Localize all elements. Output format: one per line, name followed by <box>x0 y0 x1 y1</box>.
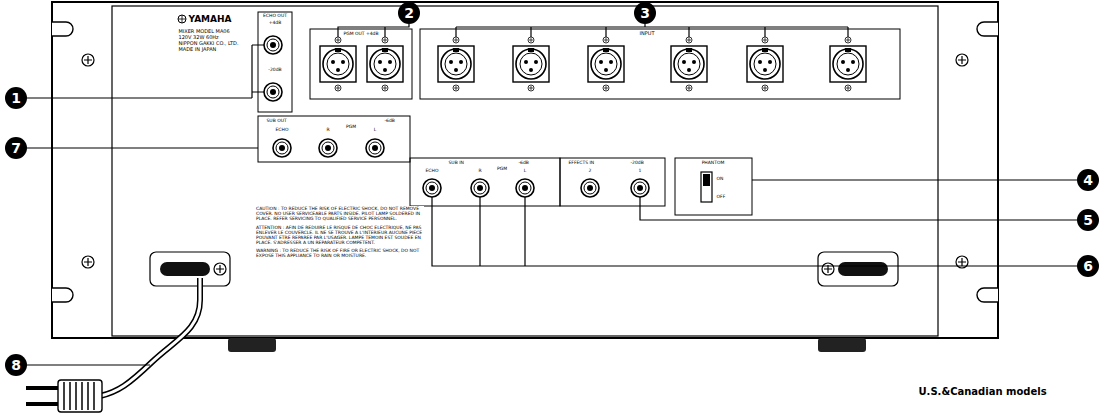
panel-label: ECHO OUT <box>263 13 288 18</box>
chassis <box>52 2 998 352</box>
panel-label: PGM OUT +4dB <box>343 31 379 36</box>
panel-label: -6dB <box>518 160 529 165</box>
jack-label: R <box>326 127 330 132</box>
panel-label: SUB IN <box>448 160 464 165</box>
callout-number: 8 <box>5 354 27 376</box>
jack-label: 2 <box>588 168 592 173</box>
callout-text: 7 <box>11 140 21 156</box>
switch-label: OFF <box>716 194 726 199</box>
jack-label: L <box>373 127 377 132</box>
callout-number: 3 <box>634 2 656 24</box>
panel-label: INPUT <box>639 31 655 37</box>
jack-label: L <box>523 168 527 173</box>
xlr-connectors <box>320 37 866 91</box>
model-plate: MIXER MODEL MA06 <box>178 29 230 35</box>
panel-label: SUB OUT <box>266 118 287 123</box>
panel-label: -6dB <box>384 118 395 123</box>
caution-block: CAUTION : TO REDUCE THE RISK OF ELECTRIC… <box>256 206 424 262</box>
jack-label: PGM <box>496 166 507 171</box>
panel-label: -20dB <box>268 67 282 72</box>
caution-text: WARNING : TO REDUCE THE RISK OF FIRE OR … <box>256 248 424 258</box>
jack-label: 1 <box>638 168 642 173</box>
callout-number: 5 <box>1077 209 1099 231</box>
panel-label: EFFECTS IN <box>568 160 595 165</box>
leader-lines <box>27 24 1077 365</box>
jack-label: R <box>478 168 482 173</box>
jack-panels <box>258 12 900 215</box>
callout-number: 6 <box>1077 255 1099 277</box>
panel-label: PHANTOM <box>701 160 725 165</box>
jack-label: PGM <box>345 124 356 129</box>
jack-label: ECHO <box>275 127 289 132</box>
callout-text: 2 <box>404 5 414 21</box>
model-note: U.S.&Canadian models <box>918 386 1047 398</box>
callout-text: 3 <box>640 5 650 21</box>
phantom-switch <box>701 172 712 202</box>
callout-number: 7 <box>5 137 27 159</box>
phone-jacks <box>273 139 649 197</box>
model-plate: NIPPON GAKKI CO., LTD. <box>178 41 239 47</box>
power-cord <box>26 278 200 412</box>
model-plate: MADE IN JAPAN <box>178 47 217 53</box>
panel-label: -20dB <box>630 160 644 165</box>
model-plate: 120V 32W 60Hz <box>178 35 219 41</box>
caution-text: CAUTION : TO REDUCE THE RISK OF ELECTRIC… <box>256 206 424 222</box>
echo-out-jacks <box>264 36 282 101</box>
callout-text: 6 <box>1083 258 1093 274</box>
callout-text: 1 <box>11 90 21 106</box>
callout-number: 4 <box>1077 169 1099 191</box>
caution-text: ATTENTION : AFIN DE REDUIRE LE RISQUE DE… <box>256 225 424 246</box>
callout-text: 4 <box>1083 172 1093 188</box>
brand-name: YAMAHA <box>188 14 232 24</box>
callout-number: 1 <box>5 87 27 109</box>
yamaha-logo <box>178 15 186 23</box>
callout-text: 5 <box>1083 212 1093 228</box>
jack-label: ECHO <box>425 168 439 173</box>
panel-label: +4dB <box>268 20 282 25</box>
callout-text: 8 <box>11 357 21 373</box>
switch-label: ON <box>716 176 724 181</box>
callout-number: 2 <box>398 2 420 24</box>
